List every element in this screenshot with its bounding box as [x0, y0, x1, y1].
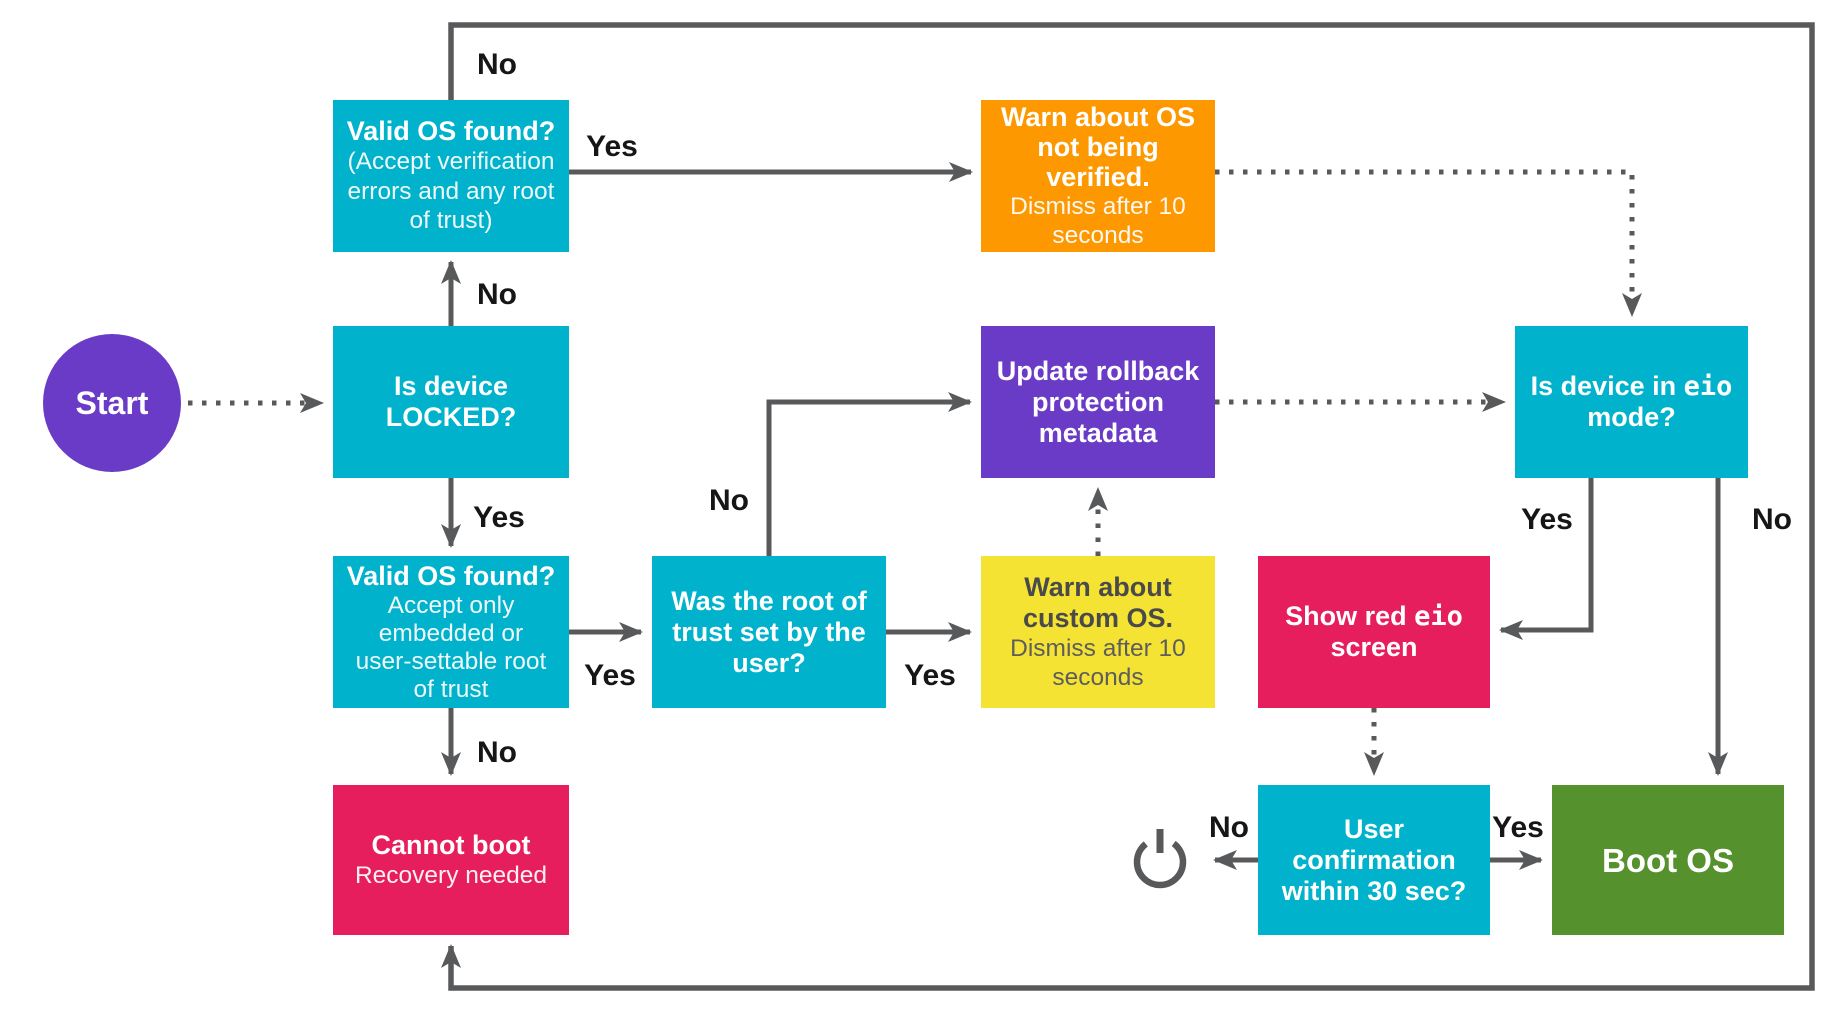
edge-label-locked-no: No [477, 278, 517, 311]
node-title: Warn about OS not being verified. [1001, 102, 1195, 192]
node-subtitle: Dismiss after 10 seconds [1010, 193, 1186, 249]
node-title: Valid OS found? [346, 560, 556, 591]
node-title: Valid OS found? [346, 116, 556, 147]
node-was-root-user-set: Was the root of trust set by the user? [652, 556, 886, 708]
node-title: User confirmation within 30 sec? [1281, 813, 1467, 906]
node-title: Show red eio screen [1285, 601, 1463, 662]
node-subtitle: (Accept verification errors and any root… [347, 148, 555, 235]
node-update-rollback: Update rollback protection metadata [981, 326, 1215, 478]
edge-eio-yes-to-show-red [1499, 478, 1594, 640]
node-boot-os: Boot OS [1552, 785, 1784, 935]
node-valid-os-user-root: Valid OS found? Accept only embedded or … [333, 556, 569, 708]
edge-label-validos-bottom-no: No [477, 736, 517, 769]
node-valid-os-any-root: Valid OS found? (Accept verification err… [333, 100, 569, 252]
node-title: Is device in eio mode? [1530, 371, 1733, 432]
node-title: Update rollback protection metadata [996, 355, 1200, 448]
power-icon [1133, 829, 1187, 889]
node-warn-custom-os: Warn about custom OS. Dismiss after 10 s… [981, 556, 1215, 708]
node-subtitle: Accept only embedded or user-settable ro… [355, 591, 547, 703]
node-title: Boot OS [1602, 841, 1734, 879]
edge-label-validos-top-yes: Yes [586, 130, 638, 163]
edge-label-eio-no: No [1752, 503, 1792, 536]
edge-label-user-yes: Yes [1492, 811, 1544, 844]
node-title: Was the root of trust set by the user? [671, 585, 867, 678]
edge-label-user-no: No [1209, 811, 1249, 844]
edge-warn-to-eio-mode [1215, 169, 1642, 317]
node-user-confirmation: User confirmation within 30 sec? [1258, 785, 1490, 935]
node-warn-not-verified: Warn about OS not being verified. Dismis… [981, 100, 1215, 252]
edge-label-was-root-yes: Yes [904, 659, 956, 692]
edge-validos-top-no-loop-to-cannot-boot [441, 22, 1815, 991]
edge-label-was-root-no: No [709, 484, 749, 517]
node-is-eio-mode: Is device in eio mode? [1515, 326, 1748, 478]
node-title: Cannot boot [371, 829, 531, 860]
edge-was-root-no-to-update-rollback [766, 392, 972, 556]
edge-label-locked-yes: Yes [473, 501, 525, 534]
node-start: Start [43, 334, 181, 472]
node-is-device-locked: Is device LOCKED? [333, 326, 569, 478]
edge-label-eio-yes: Yes [1521, 503, 1573, 536]
edge-label-validos-top-no: No [477, 48, 517, 81]
node-cannot-boot: Cannot boot Recovery needed [333, 785, 569, 935]
node-title: Warn about custom OS. [1022, 571, 1174, 633]
node-subtitle: Recovery needed [354, 861, 548, 889]
node-title: Is device LOCKED? [385, 371, 517, 432]
start-label: Start [75, 384, 149, 421]
node-subtitle: Dismiss after 10 seconds [1010, 634, 1186, 692]
node-show-red-eio: Show red eio screen [1258, 556, 1490, 708]
edge-label-validos-bottom-yes: Yes [584, 659, 636, 692]
